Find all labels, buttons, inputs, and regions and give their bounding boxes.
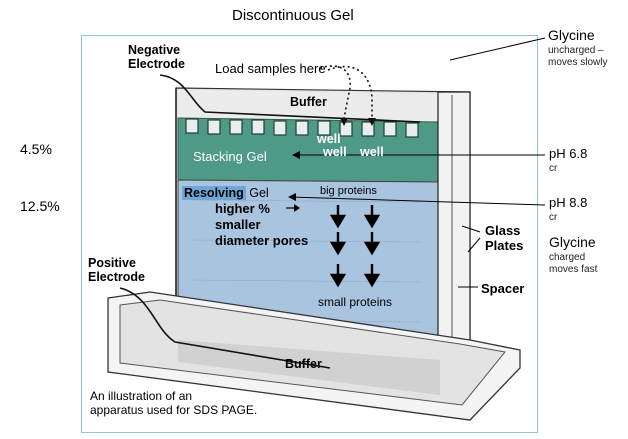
load-arrow-2-head (368, 118, 376, 126)
ph-top-sublabel: cr (549, 163, 558, 174)
glycine-bottom-sublabel: charged moves fast (549, 252, 598, 275)
bottom-buffer-label: Buffer (285, 357, 322, 371)
glycine-top-sublabel: uncharged – moves slowly (548, 45, 608, 68)
glass-plate-pointer-2 (467, 237, 481, 253)
glass-plates-label: Glass Plates (485, 223, 524, 253)
ph-top-pointer-head (292, 151, 300, 159)
illustration-caption: An illustration of an apparatus used for… (90, 389, 258, 417)
stacking-gel-label: Stacking Gel (193, 149, 267, 164)
resolving-percent-label: 12.5% (20, 198, 60, 214)
positive-electrode-label: Positive Electrode (88, 256, 145, 284)
resolving-word: Resolving (182, 186, 246, 200)
negative-electrode-wire (159, 74, 421, 123)
stacking-percent-label: 4.5% (20, 141, 52, 157)
load-arrow-1 (319, 65, 351, 119)
ph-bottom-label: pH 8.8 (549, 195, 588, 210)
small-proteins-label: small proteins (318, 295, 393, 309)
higher-pct-label: higher % smaller diameter pores (215, 201, 309, 248)
glycine-top-label: Glycine (548, 27, 595, 43)
sample-wells (185, 118, 419, 138)
glass-plate-pointer-1 (461, 225, 481, 233)
well-label-2: well (323, 145, 347, 159)
ph-bottom-pointer-head (288, 193, 296, 201)
load-arrow-1-head (340, 118, 348, 126)
load-samples-label: Load samples here (215, 61, 326, 76)
ph-top-label: pH 6.8 (549, 146, 588, 161)
glycine-top-pointer (449, 37, 546, 61)
higher-pct-arrow-head (294, 204, 300, 212)
illustration-frame (81, 35, 538, 433)
top-buffer-label: Buffer (290, 95, 327, 109)
ph-bottom-sublabel: cr (549, 212, 558, 223)
well-label-1: well (317, 132, 341, 146)
glycine-bottom-label: Glycine (549, 234, 596, 250)
diagram-title: Discontinuous Gel (232, 7, 354, 24)
ph-bottom-pointer (289, 196, 546, 206)
positive-electrode-wire (119, 287, 331, 369)
gel-word: Gel (249, 186, 269, 200)
well-label-3: well (360, 145, 384, 159)
load-arrow-2 (327, 65, 373, 118)
negative-electrode-label: Negative Electrode (128, 43, 185, 71)
spacer-label: Spacer (481, 281, 525, 296)
resolving-gel-label: Resolving Gel (182, 186, 269, 200)
big-proteins-label: big proteins (320, 185, 377, 197)
protein-migration-arrows (329, 205, 381, 288)
